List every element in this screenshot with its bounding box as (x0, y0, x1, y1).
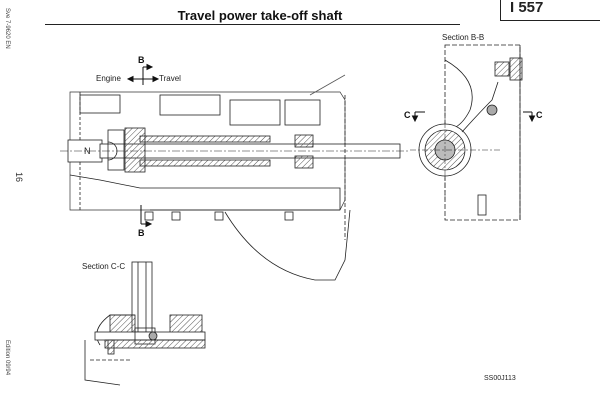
page-code: I 557 (510, 0, 544, 16)
page-code-box (500, 0, 600, 21)
shaft-label: N (84, 146, 91, 156)
gear (124, 127, 146, 173)
title-rule (45, 24, 460, 25)
section-bb-title: Section B-B (442, 33, 485, 42)
section-cc-title: Section C-C (82, 262, 126, 271)
section-b-label-bottom: B (138, 228, 145, 238)
main-longitudinal-view (60, 74, 410, 281)
section-c-markers (411, 111, 536, 123)
shaft-sleeve-bottom (139, 159, 271, 167)
section-bb-view (410, 44, 523, 221)
section-c-label-left: C (404, 110, 411, 120)
direction-indicator (126, 63, 160, 85)
direction-travel-label: Travel (159, 74, 181, 83)
section-cc-view (84, 261, 206, 386)
section-c-label-right: C (536, 110, 543, 120)
direction-engine-label: Engine (96, 74, 121, 83)
drawing-reference: SS00J113 (484, 375, 516, 382)
bearing-left (107, 129, 125, 171)
section-b-label-top: B (138, 55, 145, 65)
section-b-marker-bottom (140, 205, 153, 228)
shaft-sleeve-top (139, 135, 271, 143)
page-title: Travel power take-off shaft (177, 8, 343, 23)
